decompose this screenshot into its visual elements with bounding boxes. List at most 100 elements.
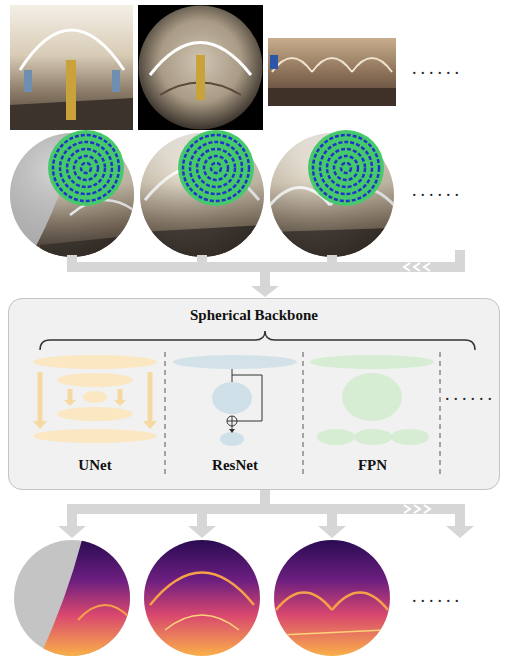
sampling-grid xyxy=(67,149,105,187)
fpn-sketch xyxy=(354,429,392,445)
merge-arrow xyxy=(260,272,270,286)
split-arrow xyxy=(446,526,474,538)
resnet-sketch xyxy=(227,369,262,429)
unet-sketch xyxy=(143,421,157,429)
ellipsis-label-box: ...... xyxy=(445,384,496,405)
column-divider xyxy=(165,352,440,478)
output-sphere xyxy=(144,540,260,656)
output-sphere xyxy=(276,593,388,611)
output-sphere xyxy=(14,540,132,656)
unet-sketch xyxy=(33,400,157,429)
sampling-grid xyxy=(53,135,119,201)
sampling-grid xyxy=(327,149,365,187)
unet-sketch xyxy=(57,373,133,387)
sampling-grid xyxy=(320,142,372,194)
sampling-grid xyxy=(178,130,254,206)
resnet-sketch xyxy=(232,375,262,421)
panel-title: Spherical Backbone xyxy=(9,307,499,324)
column-divider xyxy=(165,352,166,478)
merge-arrow xyxy=(67,262,465,272)
split-arrow xyxy=(67,514,77,526)
ellipsis-label: ...... xyxy=(412,586,463,606)
unet-sketch xyxy=(33,421,47,429)
sampling-grid xyxy=(183,135,249,201)
panel-ground xyxy=(8,298,500,490)
fisheye-photo xyxy=(138,5,263,130)
split-arrow xyxy=(58,490,474,538)
ellipsis-label-box: ...... xyxy=(412,58,463,79)
network-label: FPN xyxy=(358,457,387,474)
unet-sketch xyxy=(33,355,157,443)
fpn-sketch xyxy=(310,355,434,445)
sampling-grid xyxy=(183,135,249,201)
output-sphere xyxy=(274,540,390,656)
fpn-sketch xyxy=(391,429,429,445)
network-column: ResNet xyxy=(169,353,301,479)
sampling-grid xyxy=(308,130,384,206)
split-arrow xyxy=(455,514,465,526)
output-sphere xyxy=(78,605,132,620)
sampling-grid xyxy=(48,130,124,206)
network-label: UNet xyxy=(78,457,111,474)
sampling-grid xyxy=(60,142,112,194)
perspective-photo xyxy=(112,70,120,92)
unet-sketch xyxy=(148,372,153,421)
panorama-photo xyxy=(272,58,392,72)
merge-arrow xyxy=(67,250,465,297)
unet-sketch xyxy=(118,389,123,400)
output-sphere xyxy=(274,540,390,656)
split-arrow xyxy=(197,514,207,526)
unet-sketch xyxy=(64,400,76,406)
sampling-grid xyxy=(48,130,124,206)
resnet-sketch xyxy=(173,355,297,446)
perspective-photo xyxy=(10,5,133,130)
sampling-grid xyxy=(334,156,358,180)
split-arrow xyxy=(67,504,465,514)
sampling-grid xyxy=(313,135,379,201)
output-sphere xyxy=(280,630,385,635)
resnet-sketch xyxy=(232,426,233,429)
resnet-sketch xyxy=(227,416,237,426)
fisheye-photo xyxy=(138,5,263,130)
output-sphere xyxy=(150,573,254,606)
sampling-grid xyxy=(178,130,254,206)
output-sphere xyxy=(40,540,132,656)
output-sphere xyxy=(274,540,390,656)
column-divider xyxy=(440,352,441,478)
unet-sketch xyxy=(38,372,43,421)
unet-sketch xyxy=(33,355,157,369)
split-arrow xyxy=(58,526,86,538)
sampling-grid xyxy=(197,149,235,187)
backbone-panel: Spherical BackboneUNet ResNet FPN xyxy=(8,298,500,490)
unet-sketch xyxy=(68,389,73,400)
fpn-sketch xyxy=(342,373,402,421)
perspective-photo xyxy=(10,5,133,130)
panorama-photo xyxy=(268,88,396,106)
sampling-grid xyxy=(313,135,379,201)
fpn-sketch xyxy=(317,429,355,445)
resnet-sketch xyxy=(173,355,297,369)
column-divider xyxy=(303,352,304,478)
panorama-photo xyxy=(270,55,278,69)
output-sphere xyxy=(165,615,239,630)
network-column: FPN xyxy=(307,353,438,479)
merge-arrow xyxy=(251,286,279,297)
split-arrow xyxy=(318,526,346,538)
brace xyxy=(40,331,475,350)
output-sphere xyxy=(40,540,132,656)
perspective-photo xyxy=(24,70,32,92)
resnet-sketch xyxy=(220,432,244,446)
merge-arrow xyxy=(404,263,430,271)
network-column: UNet xyxy=(26,353,164,479)
ellipsis-label-box: ...... xyxy=(412,586,463,607)
sampling-grid xyxy=(74,156,98,180)
unet-sketch xyxy=(57,407,133,421)
sampling-grid xyxy=(190,142,242,194)
split-arrow xyxy=(260,490,270,506)
sampling-grid xyxy=(341,163,351,173)
sampling-grid xyxy=(53,135,119,201)
network-label: ResNet xyxy=(212,457,258,474)
sampling-grid xyxy=(308,130,384,206)
ellipsis-label: ...... xyxy=(412,180,463,200)
